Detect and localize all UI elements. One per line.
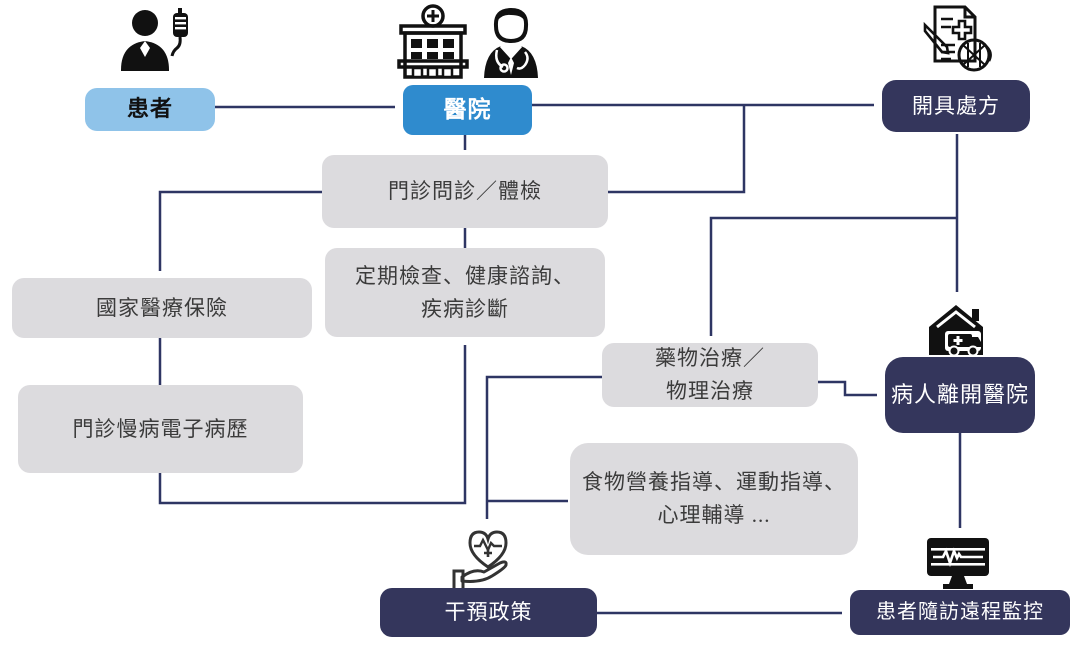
line-therapy-to-intervention — [485, 375, 602, 519]
node-regular-checkup: 定期檢查、健康諮詢、 疾病診斷 — [325, 248, 605, 337]
node-chronic-emr-label: 門診慢病電子病歷 — [72, 416, 249, 441]
node-lifestyle: 食物營養指導、運動指導、 心理輔導 ... — [570, 443, 858, 555]
node-patient: 患者 — [85, 88, 215, 131]
node-hospital: 醫院 — [403, 85, 532, 135]
node-remote-monitoring: 患者隨訪遠程監控 — [850, 590, 1070, 635]
arrow-exam-to-insurance — [158, 190, 322, 271]
node-hospital-label: 醫院 — [443, 97, 492, 123]
node-regular-checkup-label: 定期檢查、健康諮詢、 疾病診斷 — [355, 263, 575, 321]
node-therapy: 藥物治療／ 物理治療 — [602, 343, 818, 407]
arrow-therapy-to-leaves — [818, 380, 877, 397]
line-exam-join-prescription — [608, 106, 746, 194]
hospital-icon — [393, 4, 473, 80]
node-national-insurance-label: 國家醫療保險 — [96, 295, 228, 320]
home-ambulance-icon — [927, 303, 985, 359]
monitor-ekg-icon — [925, 536, 991, 592]
node-chronic-emr: 門診慢病電子病歷 — [18, 385, 303, 473]
node-therapy-label: 藥物治療／ 物理治療 — [655, 346, 765, 403]
node-lifestyle-label: 食物營養指導、運動指導、 心理輔導 ... — [582, 470, 846, 527]
patient-iv-icon — [118, 8, 192, 80]
node-intervention: 干預政策 — [380, 588, 597, 637]
arrow-branch-to-therapy — [709, 216, 957, 336]
node-outpatient-exam-label: 門診問診／體檢 — [388, 179, 542, 204]
prescription-icon — [921, 5, 993, 73]
node-outpatient-exam: 門診問診／體檢 — [322, 155, 608, 228]
doctor-icon — [479, 8, 543, 78]
heart-hand-icon — [450, 519, 526, 595]
node-prescription-label: 開具處方 — [912, 93, 1000, 118]
node-prescription: 開具處方 — [882, 80, 1030, 132]
node-patient-label: 患者 — [126, 96, 173, 122]
node-remote-monitoring-label: 患者隨訪遠程監控 — [876, 601, 1044, 623]
node-patient-leaves: 病人離開醫院 — [885, 357, 1035, 433]
node-intervention-label: 干預政策 — [444, 600, 533, 625]
arrow-emr-to-checkup — [158, 345, 467, 505]
node-national-insurance: 國家醫療保險 — [12, 278, 312, 338]
node-patient-leaves-label: 病人離開醫院 — [890, 381, 1029, 407]
